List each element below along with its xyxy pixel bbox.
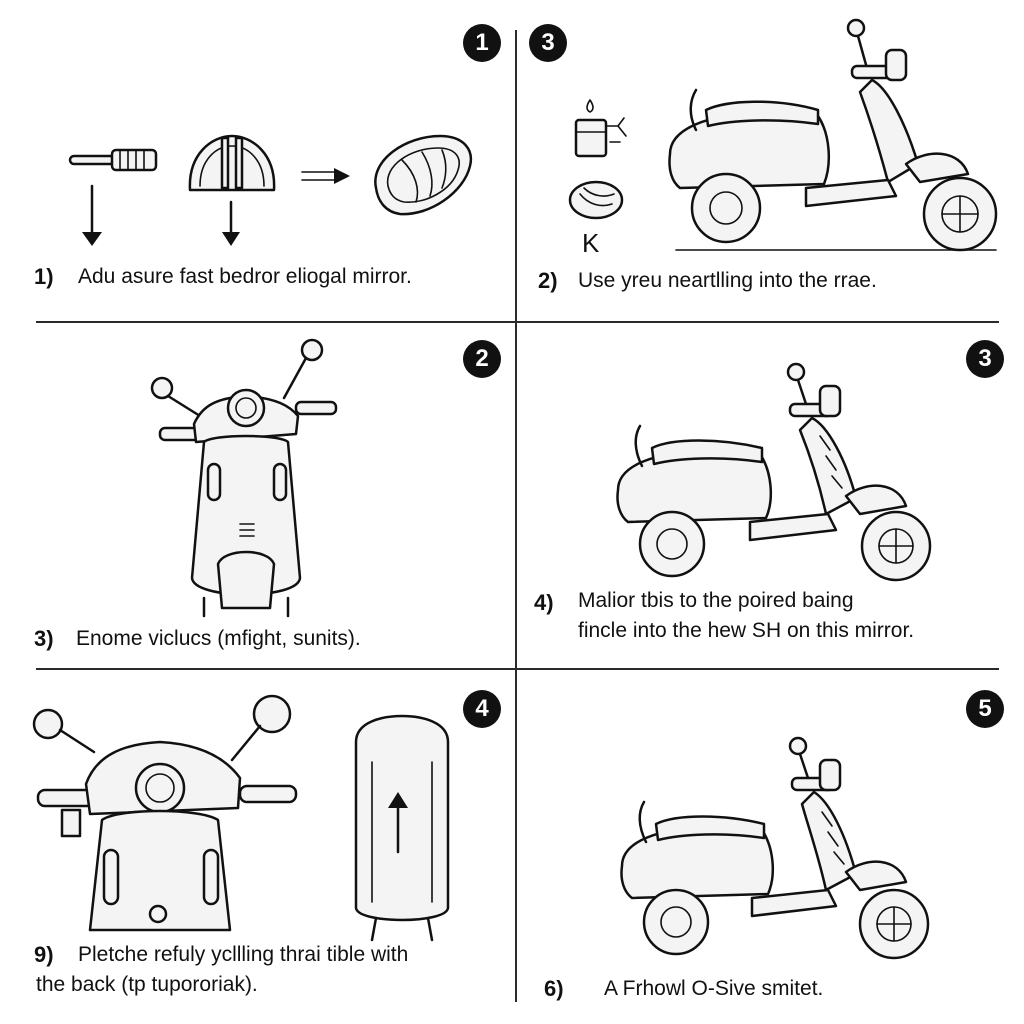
step-caption: Use yreu neartlling into the rrae. — [578, 266, 877, 296]
right-arrow-icon — [301, 168, 350, 184]
screwdriver-icon — [68, 148, 158, 246]
panel-badge: 3 — [966, 340, 1004, 378]
step-caption: Malior tbis to the poired baing fincle i… — [578, 586, 914, 646]
caption-line: Adu asure fast bedror eliogal mirror. — [78, 265, 412, 288]
step-caption: Pletche refuly ycllling thrai tible with… — [36, 940, 408, 1000]
panel-badge: 3 — [529, 24, 567, 62]
step-caption: A Frhowl O-Sive smitet. — [604, 974, 823, 1004]
scooter-side-icon — [668, 18, 998, 252]
scooter-side-icon — [616, 362, 932, 582]
horizontal-divider-top — [36, 321, 999, 323]
panel-badge: 2 — [463, 340, 501, 378]
scooter-side-icon — [620, 736, 930, 960]
mirror-housing-icon — [188, 134, 276, 246]
scooter-front-icon — [150, 338, 338, 618]
caption-line: Malior tbis to the poired baing — [578, 589, 854, 612]
step-caption: Adu asure fast bedror eliogal mirror. — [78, 262, 412, 292]
caption-line: Use yreu neartlling into the rrae. — [578, 269, 877, 292]
caption-line: Pletche refuly ycllling thrai tible with — [78, 943, 409, 966]
seat-panel-icon — [354, 714, 450, 942]
tool-letter: K — [582, 228, 600, 258]
step-caption: Enome viclucs (mfight, sunits). — [76, 624, 361, 654]
caption-line: A Frhowl O-Sive smitet. — [604, 977, 824, 1000]
step-number: 1) — [34, 264, 54, 289]
step-number: 3) — [34, 626, 54, 651]
step-number: 2) — [538, 268, 558, 293]
panel-badge: 5 — [966, 690, 1004, 728]
lens-icon — [568, 180, 624, 220]
handlebar-closeup-icon — [32, 694, 298, 932]
caption-line: Enome viclucs (mfight, sunits). — [76, 627, 361, 650]
step-number: 9) — [34, 942, 54, 967]
step-number: 4) — [534, 590, 554, 615]
caption-line: fincle into the hew SH on this mirror. — [578, 619, 915, 642]
mirror-glass-icon — [374, 134, 473, 216]
step-number: 6) — [544, 976, 564, 1001]
vertical-divider — [515, 30, 517, 1002]
panel-badge: 1 — [463, 24, 501, 62]
horizontal-divider-bottom — [36, 668, 999, 670]
panel-badge: 4 — [463, 690, 501, 728]
caption-line: the back (tp tupororiak). — [36, 973, 258, 996]
tool-cup-icon — [574, 99, 627, 158]
